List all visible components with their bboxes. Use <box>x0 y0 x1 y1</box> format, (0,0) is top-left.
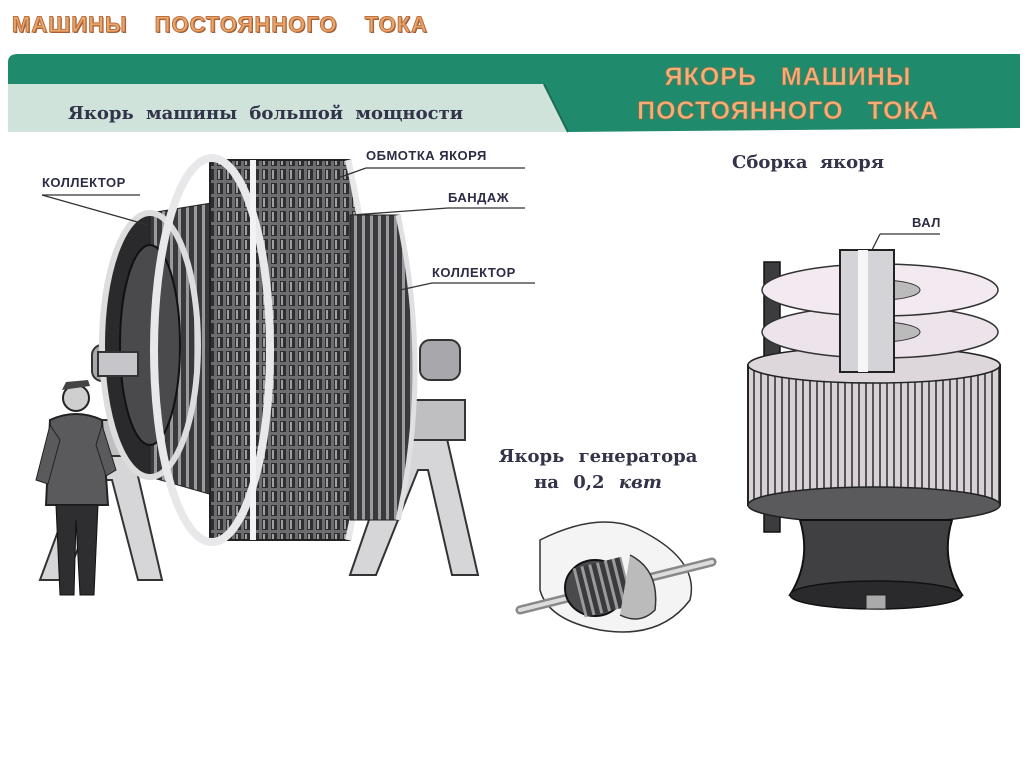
banner-title-line1: ЯКОРЬ МАШИНЫ <box>664 63 912 92</box>
generator-caption-line2: на 0,2 квт <box>478 470 718 496</box>
slide-title: МАШИНЫ ПОСТОЯННОГО ТОКА <box>11 12 429 38</box>
label-collector-left: КОЛЛЕКТОР <box>42 175 126 190</box>
large-armature-drawing <box>35 154 480 596</box>
label-armature-winding: ОБМОТКА ЯКОРЯ <box>366 148 487 163</box>
armature-assembly-drawing <box>747 249 1001 610</box>
armature-assembly-title: Сборка якоря <box>732 152 885 173</box>
generator-caption-line1: Якорь генератора <box>498 446 698 467</box>
worker-figure <box>35 380 117 596</box>
label-collector-right: КОЛЛЕКТОР <box>432 265 516 280</box>
generator-armature-caption: Якорь генератора на 0,2 квт <box>478 444 718 496</box>
right-support-stand <box>348 339 480 576</box>
large-armature-title: Якорь машины большой мощности <box>68 103 464 124</box>
label-bandage: БАНДАЖ <box>448 190 510 205</box>
generator-caption-unit: квт <box>618 472 662 493</box>
label-shaft: ВАЛ <box>912 215 941 230</box>
generator-armature-drawing <box>515 521 717 633</box>
banner-title-line2: ПОСТОЯННОГО ТОКА <box>637 97 939 126</box>
generator-caption-prefix: на 0,2 <box>534 472 605 493</box>
label-leader-lines <box>41 167 940 291</box>
title-banner <box>8 54 1020 134</box>
banner-title: ЯКОРЬ МАШИНЫ ПОСТОЯННОГО ТОКА <box>588 60 988 128</box>
